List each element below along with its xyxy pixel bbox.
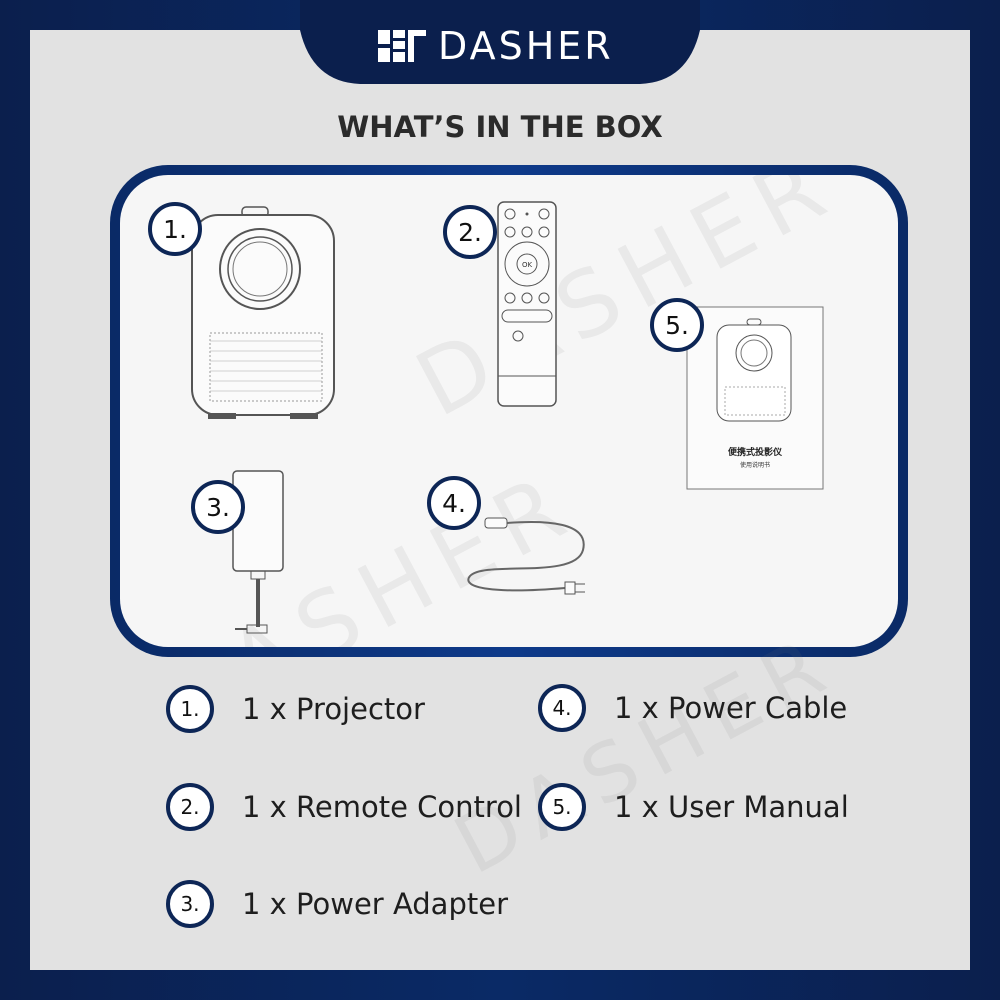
list-item-projector: 1. 1 x Projector: [166, 684, 425, 734]
list-item-label: 1 x User Manual: [614, 790, 849, 824]
list-item-user-manual: 5. 1 x User Manual: [538, 782, 849, 832]
list-item-label: 1 x Remote Control: [242, 790, 522, 824]
manual-cover-title: 便携式投影仪: [728, 446, 783, 458]
illustration-badge-1: 1.: [148, 202, 202, 256]
illustration-badge-2: 2.: [443, 205, 497, 259]
power-cable-illustration: [467, 517, 585, 595]
list-item-remote-control: 2. 1 x Remote Control: [166, 782, 522, 832]
box-contents-panel: DASHER DASHER: [110, 165, 908, 657]
brand-logo-lockup: DASHER: [378, 24, 628, 68]
list-number-badge: 2.: [166, 783, 214, 831]
list-item-label: 1 x Power Adapter: [242, 887, 508, 921]
illustration-badge-5: 5.: [650, 298, 704, 352]
list-number-badge: 5.: [538, 783, 586, 831]
user-manual-illustration: 便携式投影仪 使用说明书: [686, 306, 824, 490]
list-item-label: 1 x Power Cable: [614, 691, 848, 725]
manual-cover-subtitle: 使用说明书: [740, 461, 770, 469]
remote-control-illustration: OK: [497, 201, 557, 407]
remote-ok-label: OK: [522, 261, 533, 269]
list-number-badge: 1.: [166, 685, 214, 733]
brand-name: DASHER: [438, 24, 614, 68]
list-number-badge: 3.: [166, 880, 214, 928]
list-number-badge: 4.: [538, 684, 586, 732]
dasher-logo-icon: [378, 30, 426, 62]
list-item-label: 1 x Projector: [242, 692, 425, 726]
header-tab: [300, 0, 700, 84]
illustration-badge-4: 4.: [427, 476, 481, 530]
power-adapter-illustration: [232, 470, 284, 634]
section-title: WHAT’S IN THE BOX: [337, 110, 663, 144]
box-contents-inner: DASHER DASHER: [120, 175, 898, 647]
illustration-badge-3: 3.: [191, 480, 245, 534]
list-item-power-adapter: 3. 1 x Power Adapter: [166, 879, 508, 929]
list-item-power-cable: 4. 1 x Power Cable: [538, 683, 847, 733]
projector-illustration: [191, 206, 335, 419]
